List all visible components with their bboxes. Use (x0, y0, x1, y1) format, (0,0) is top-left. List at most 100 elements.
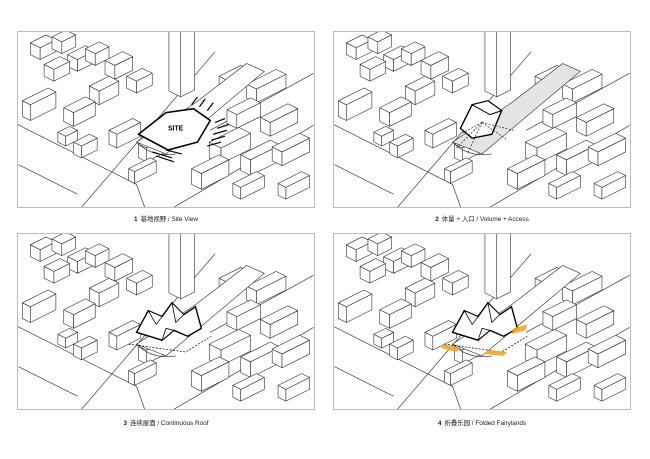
building-block (379, 96, 412, 127)
building-block (420, 51, 449, 80)
building-volume (451, 301, 519, 342)
building-block (542, 97, 577, 129)
caption-number: 1 (134, 216, 138, 223)
panel-folded-fairylands (333, 233, 631, 410)
site-curve (136, 343, 176, 357)
building-block (89, 277, 120, 308)
site-curve (452, 343, 492, 357)
building-block (30, 34, 57, 60)
building-block (548, 373, 581, 402)
building-block (226, 299, 261, 331)
building-block (442, 68, 469, 94)
building-block (168, 32, 195, 98)
building-block (576, 305, 615, 339)
building-block (126, 270, 153, 296)
building-block (587, 334, 626, 369)
caption-number: 4 (437, 420, 442, 427)
site-label: SITE (168, 125, 184, 132)
activity-bands (440, 324, 528, 356)
diagram-site-view: SITE (18, 32, 314, 207)
roof-boundary (444, 335, 528, 353)
building-block (89, 75, 120, 106)
building-block (43, 258, 70, 284)
building-block (85, 243, 110, 268)
building-block (108, 118, 141, 149)
building-block (232, 373, 265, 402)
building-block (359, 258, 386, 284)
caption-number: 3 (123, 420, 128, 427)
building-block (277, 373, 310, 402)
building-block (338, 289, 373, 323)
building-block (22, 289, 57, 323)
building-block (57, 126, 78, 147)
building-block (104, 253, 133, 282)
building-block (338, 87, 373, 121)
building-block (271, 334, 310, 369)
building-block (562, 271, 603, 306)
building-block (246, 69, 287, 104)
building-block (191, 154, 230, 190)
building-block (226, 97, 261, 129)
building-block (373, 126, 394, 147)
building-block (108, 320, 141, 351)
building-block (507, 154, 546, 190)
building-block (51, 32, 76, 54)
building-block (85, 41, 110, 66)
building-block (63, 298, 96, 329)
site-curve (452, 141, 492, 155)
view-lines (152, 96, 230, 163)
roof-boundary (128, 335, 212, 353)
building-block (420, 253, 449, 282)
access-arrows (456, 122, 514, 153)
diagram-volume-access (334, 32, 630, 207)
building-block (507, 356, 546, 392)
panel-site-view: SITE (17, 31, 315, 208)
building-block (379, 298, 412, 329)
caption-text: 体量 + 入口 / Volume + Access (441, 216, 529, 223)
caption-text: 折叠乐园 / Folded Fairylands (444, 420, 527, 427)
building-block (389, 335, 414, 361)
building-block (126, 68, 153, 94)
diagram-continuous-roof (18, 234, 314, 409)
building-block (373, 328, 394, 349)
building-block (389, 133, 414, 159)
building-block (444, 359, 473, 386)
building-block (168, 234, 195, 300)
building-block (30, 236, 57, 262)
building-block (424, 118, 457, 149)
building-block (367, 32, 392, 54)
building-block (51, 234, 76, 256)
building-block (401, 243, 426, 268)
diagram-folded-fairylands (334, 234, 630, 409)
panel-continuous-roof (17, 233, 315, 410)
building-block (63, 96, 96, 127)
building-block (548, 171, 581, 200)
building-block (104, 51, 133, 80)
building-block (271, 132, 310, 167)
building-block (128, 359, 157, 386)
building-block (277, 171, 310, 200)
building-block (401, 41, 426, 66)
building-block (405, 277, 436, 308)
building-block (359, 56, 386, 82)
building-volume (135, 301, 203, 342)
building-block (246, 271, 287, 306)
building-block (587, 132, 626, 167)
building-block (367, 234, 392, 256)
building-block (22, 87, 57, 121)
building-block (260, 305, 299, 339)
building-block (57, 328, 78, 349)
building-block (73, 335, 98, 361)
panel-volume-access (333, 31, 631, 208)
building-block (562, 69, 603, 104)
building-block (542, 299, 577, 331)
caption-text: 基地视野 / Site View (140, 216, 198, 223)
building-block (484, 234, 511, 300)
building-block (444, 157, 473, 184)
building-block (576, 103, 615, 137)
building-block (593, 373, 626, 402)
